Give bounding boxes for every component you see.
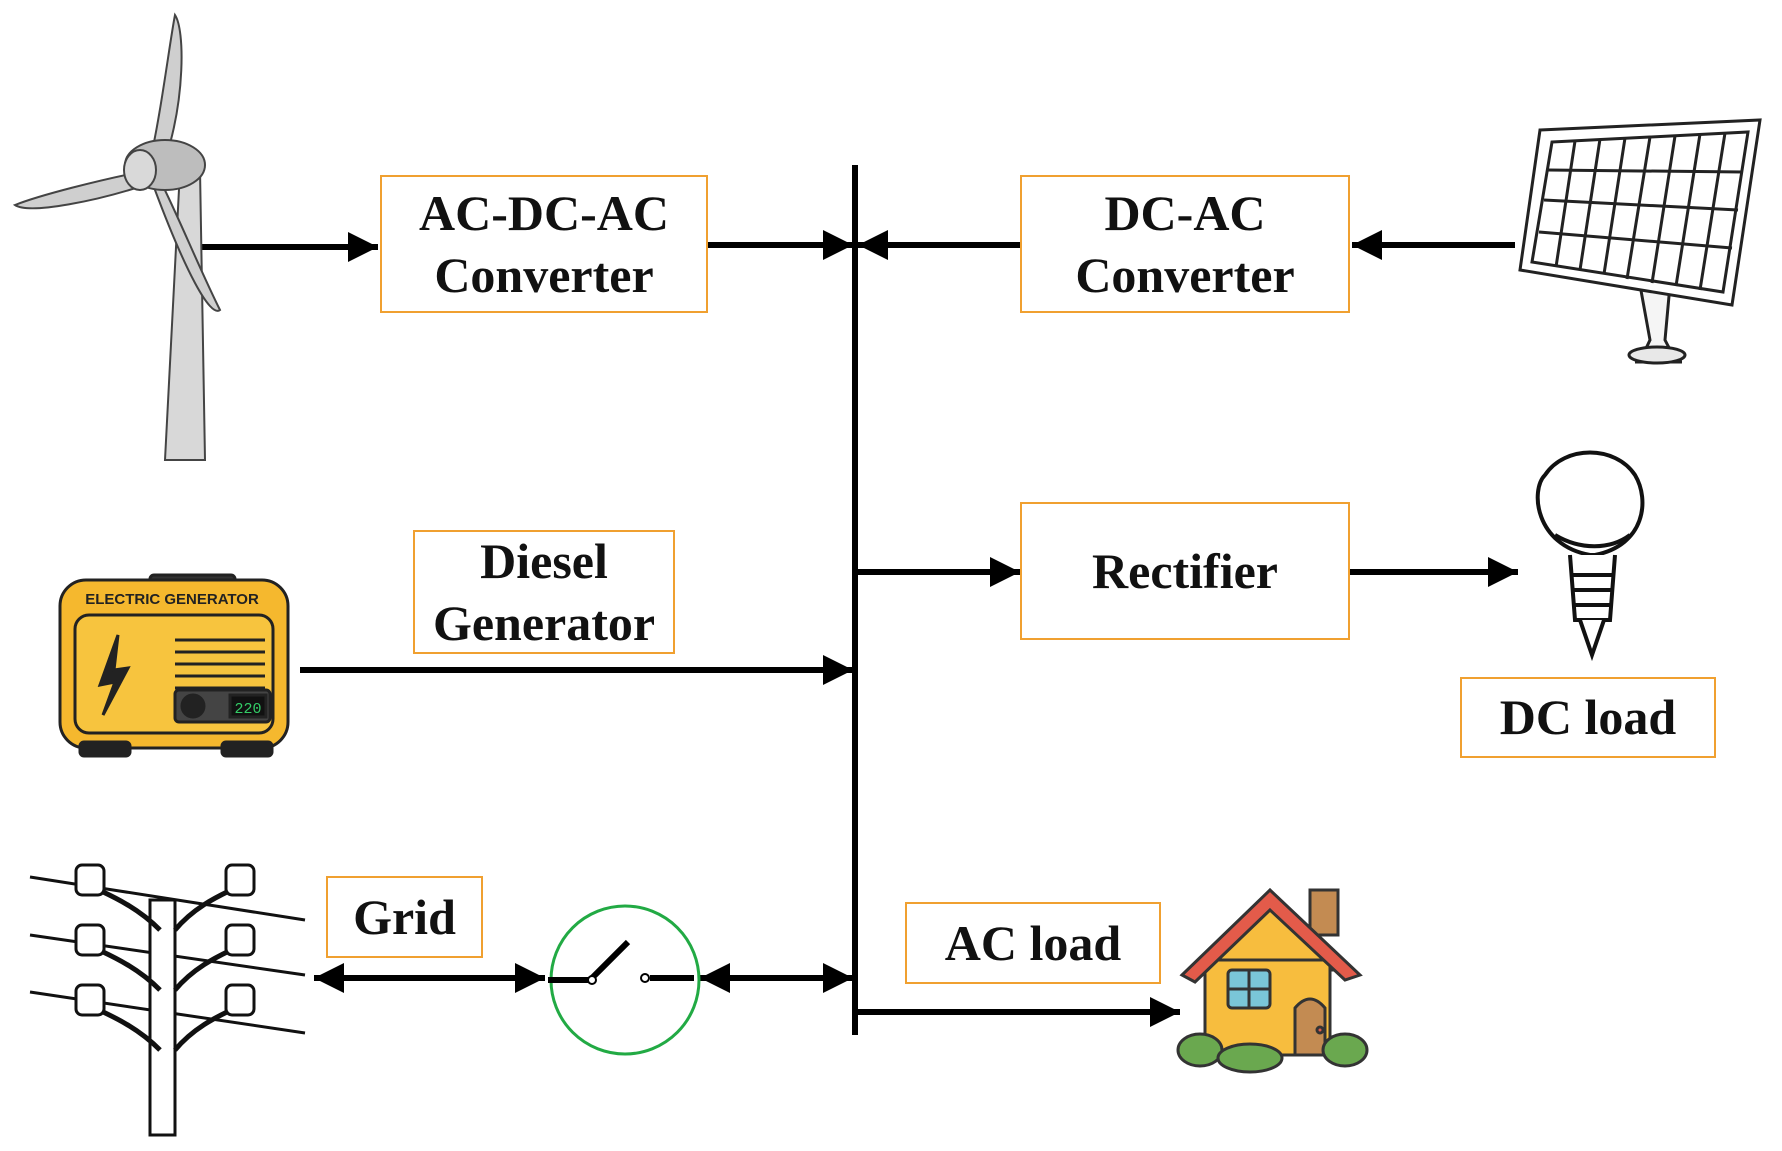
dcac-converter-label: DC-AC Converter xyxy=(1020,175,1350,313)
acdcac-line-2: Converter xyxy=(434,247,654,303)
generator-title: ELECTRIC GENERATOR xyxy=(85,591,259,608)
light-bulb-icon xyxy=(1535,450,1645,662)
solar-panel-icon xyxy=(1518,118,1762,365)
ac-load-text: AC load xyxy=(944,914,1122,971)
grid-label: Grid xyxy=(326,876,483,958)
switch-icon xyxy=(548,904,701,1056)
dc-load-label: DC load xyxy=(1460,677,1716,758)
rectifier-label: Rectifier xyxy=(1020,502,1350,640)
dc-load-text: DC load xyxy=(1499,689,1677,746)
acdcac-line-1: AC-DC-AC xyxy=(419,184,669,241)
house-icon xyxy=(1176,887,1369,1074)
connections xyxy=(195,230,1518,1027)
wind-turbine-icon xyxy=(12,12,222,461)
diesel-generator-label: Diesel Generator xyxy=(413,530,675,654)
diesel-line-1: Diesel xyxy=(480,532,608,589)
acdcac-converter-label: AC-DC-AC Converter xyxy=(380,175,708,313)
grid-text: Grid xyxy=(353,888,456,945)
diesel-generator-icon: ELECTRIC GENERATOR 220 xyxy=(58,573,290,758)
dcac-line-2: Converter xyxy=(1075,247,1295,303)
ac-load-label: AC load xyxy=(905,902,1161,984)
diesel-line-2: Generator xyxy=(432,595,656,651)
generator-display: 220 xyxy=(234,701,261,718)
dcac-line-1: DC-AC xyxy=(1104,184,1266,241)
rectifier-text: Rectifier xyxy=(1092,542,1278,599)
power-pole-icon xyxy=(29,863,306,1137)
